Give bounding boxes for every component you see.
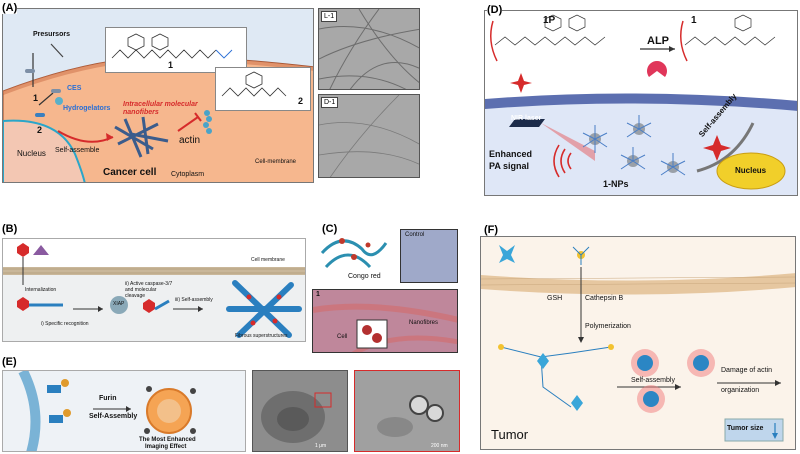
b-fibrous-label: Fibrous superstructures [235,333,288,339]
cathepsin-label: Cathepsin B [585,295,624,302]
panel-d: 1P 1 ALP NIR laser Enhanced PA signal Se… [484,10,798,196]
panel-d-label: (D) [487,4,503,16]
f-self-assembly-label: Self-assembly [631,377,675,384]
scale-1um: 1 μm [315,443,327,449]
actin-label: actin [179,135,201,146]
polymerization-label: Polymerization [585,323,631,330]
tem-cell-shapes [261,391,332,443]
nucleus-label: Nucleus [17,149,46,158]
panel-c: Control Congo red 1 Nanofibres Cell [312,223,460,353]
panel-e: Furin Self-Assembly The Most Enhanced Im… [2,370,246,452]
tissue-pattern [313,290,457,352]
compound-1-number: 1 [168,60,174,70]
b-self-assembly-label: iii) Self-assembly [175,297,213,303]
molecule-1p-label: 1P [543,15,556,26]
compound-1-structure: 1 [105,27,247,73]
compound-1-skeleton [111,33,233,59]
nucleus-label: Nucleus [735,166,767,175]
hydrogelators-label: Hydrogelators [63,105,111,112]
tem-image-d1: D-1 [318,94,420,178]
panel-b-illustration [3,239,305,338]
nanofibres-label: Nanofibres [409,320,439,326]
furin-label: Furin [99,395,117,402]
step-2-label: 2 [37,125,43,135]
pa-signal-label: PA signal [489,161,530,171]
tumor-size-label: Tumor size [727,425,764,432]
b-recognition-label: i) Specific recognition [41,321,89,327]
cell-label: Cell [337,334,348,340]
panel-f-label: (F) [484,224,499,236]
intracellular-label: Intracellular molecular nanofibers [123,101,198,116]
enhanced-imaging-line2: Imaging Effect [145,444,187,450]
b-xiap-label: XIAP [113,301,125,307]
panel-a-label: (A) [2,2,18,14]
congo-stained-image: 1 Nanofibres Cell [312,289,458,353]
nir-laser-label: NIR laser [511,115,542,122]
b-caspase-label: ii) Active caspase-3/7 and molecular cle… [125,281,173,299]
ces-label: CES [67,85,82,92]
cancer-cell-label: Cancer cell [103,167,157,178]
tem-cell-zoom: 200 nm [354,370,460,452]
alp-label: ALP [647,35,669,47]
panel-f-illustration [481,245,795,442]
b-cell-membrane-label: Cell membrane [251,257,285,263]
b-internalization-label: Internalization [25,287,57,293]
panel-a: 1 2 Presursors CES 1 2 Hydrogelators Int… [2,8,314,183]
tumor-label: Tumor [491,427,529,442]
panel-e-label: (E) [2,356,17,368]
enhanced-label: Enhanced [489,149,533,159]
e-self-assembly-label: Self-Assembly [89,413,138,420]
c-one-label: 1 [316,291,320,298]
panel-d-illustration [485,14,797,195]
step-1-label: 1 [33,93,39,103]
congo-red-label: Congo red [348,273,381,280]
protein-ribbon [320,238,388,269]
panel-b: Cell membrane Internalization i) Specifi… [2,238,306,342]
cell-membrane-label: Cell-membrane [255,159,297,165]
tem-zoom-shapes [377,395,444,437]
scale-200nm: 200 nm [431,443,448,449]
nps-label: 1-NPs [603,179,629,189]
gsh-label: GSH [547,295,563,302]
compound-2-structure: 2 [215,67,311,111]
tem-l1-tag: L-1 [321,11,338,22]
tem-image-l1: L-1 [318,8,420,90]
self-assemble-label: Self-assemble [55,147,100,154]
tem-fibers-l1 [319,9,419,89]
compound-2-number: 2 [298,96,304,106]
panel-f: GSH Cathepsin B Polymerization Self-asse… [480,236,796,450]
compound-2-skeleton [221,71,287,97]
molecule-1-label: 1 [691,15,697,26]
tem-d1-tag: D-1 [321,97,339,108]
control-image: Control [400,229,458,283]
enhanced-imaging-line1: The Most Enhanced [139,437,196,443]
panel-b-label: (B) [2,223,18,235]
control-label: Control [405,232,425,238]
damage-line1: Damage of actin [721,367,772,374]
tem-cell-overview: 1 μm [252,370,348,452]
panel-e-illustration [18,371,196,451]
cytoplasm-label: Cytoplasm [171,171,205,178]
damage-line2: organization [721,387,760,394]
tem-fibers-d1 [319,95,419,177]
panel-c-label: (C) [322,223,338,235]
presursors-label: Presursors [33,31,70,38]
